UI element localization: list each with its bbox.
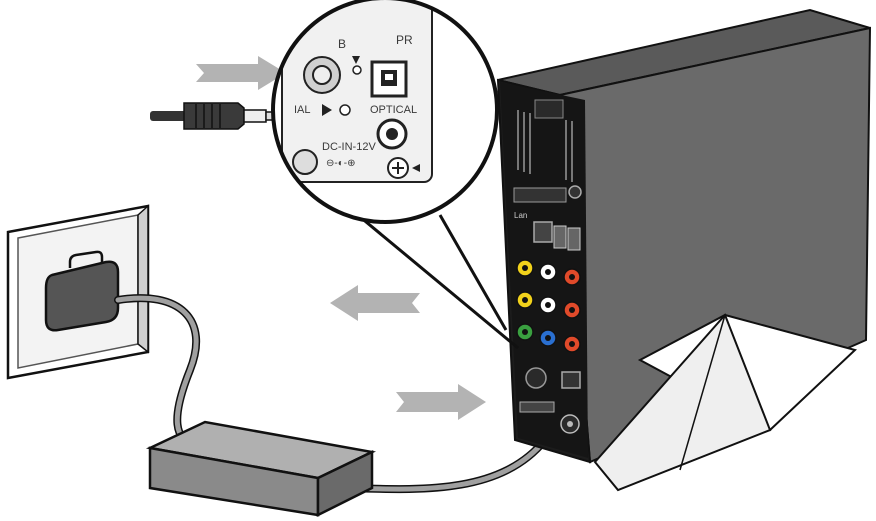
magnifier-callout-icon: B PR OPTICAL IAL DC-IN-12V ⊖-◐-⊕ [271,0,519,350]
label-pr: PR [396,33,413,47]
media-player-icon [496,8,872,492]
label-optical: OPTICAL [370,104,417,116]
label-dc-symbol: ⊖-◐-⊕ [326,158,355,169]
label-pb: B [338,37,346,51]
plug-icon [150,102,275,130]
power-outlet-icon [6,204,150,380]
arrow-right-icon [396,384,486,420]
label-lan: Lan [514,211,527,220]
label-dc-in: DC-IN-12V [322,141,376,153]
label-digital: IAL [294,104,311,116]
power-adapter-icon [145,420,377,518]
arrow-left-icon [330,285,420,321]
arrow-right-icon [196,56,286,90]
